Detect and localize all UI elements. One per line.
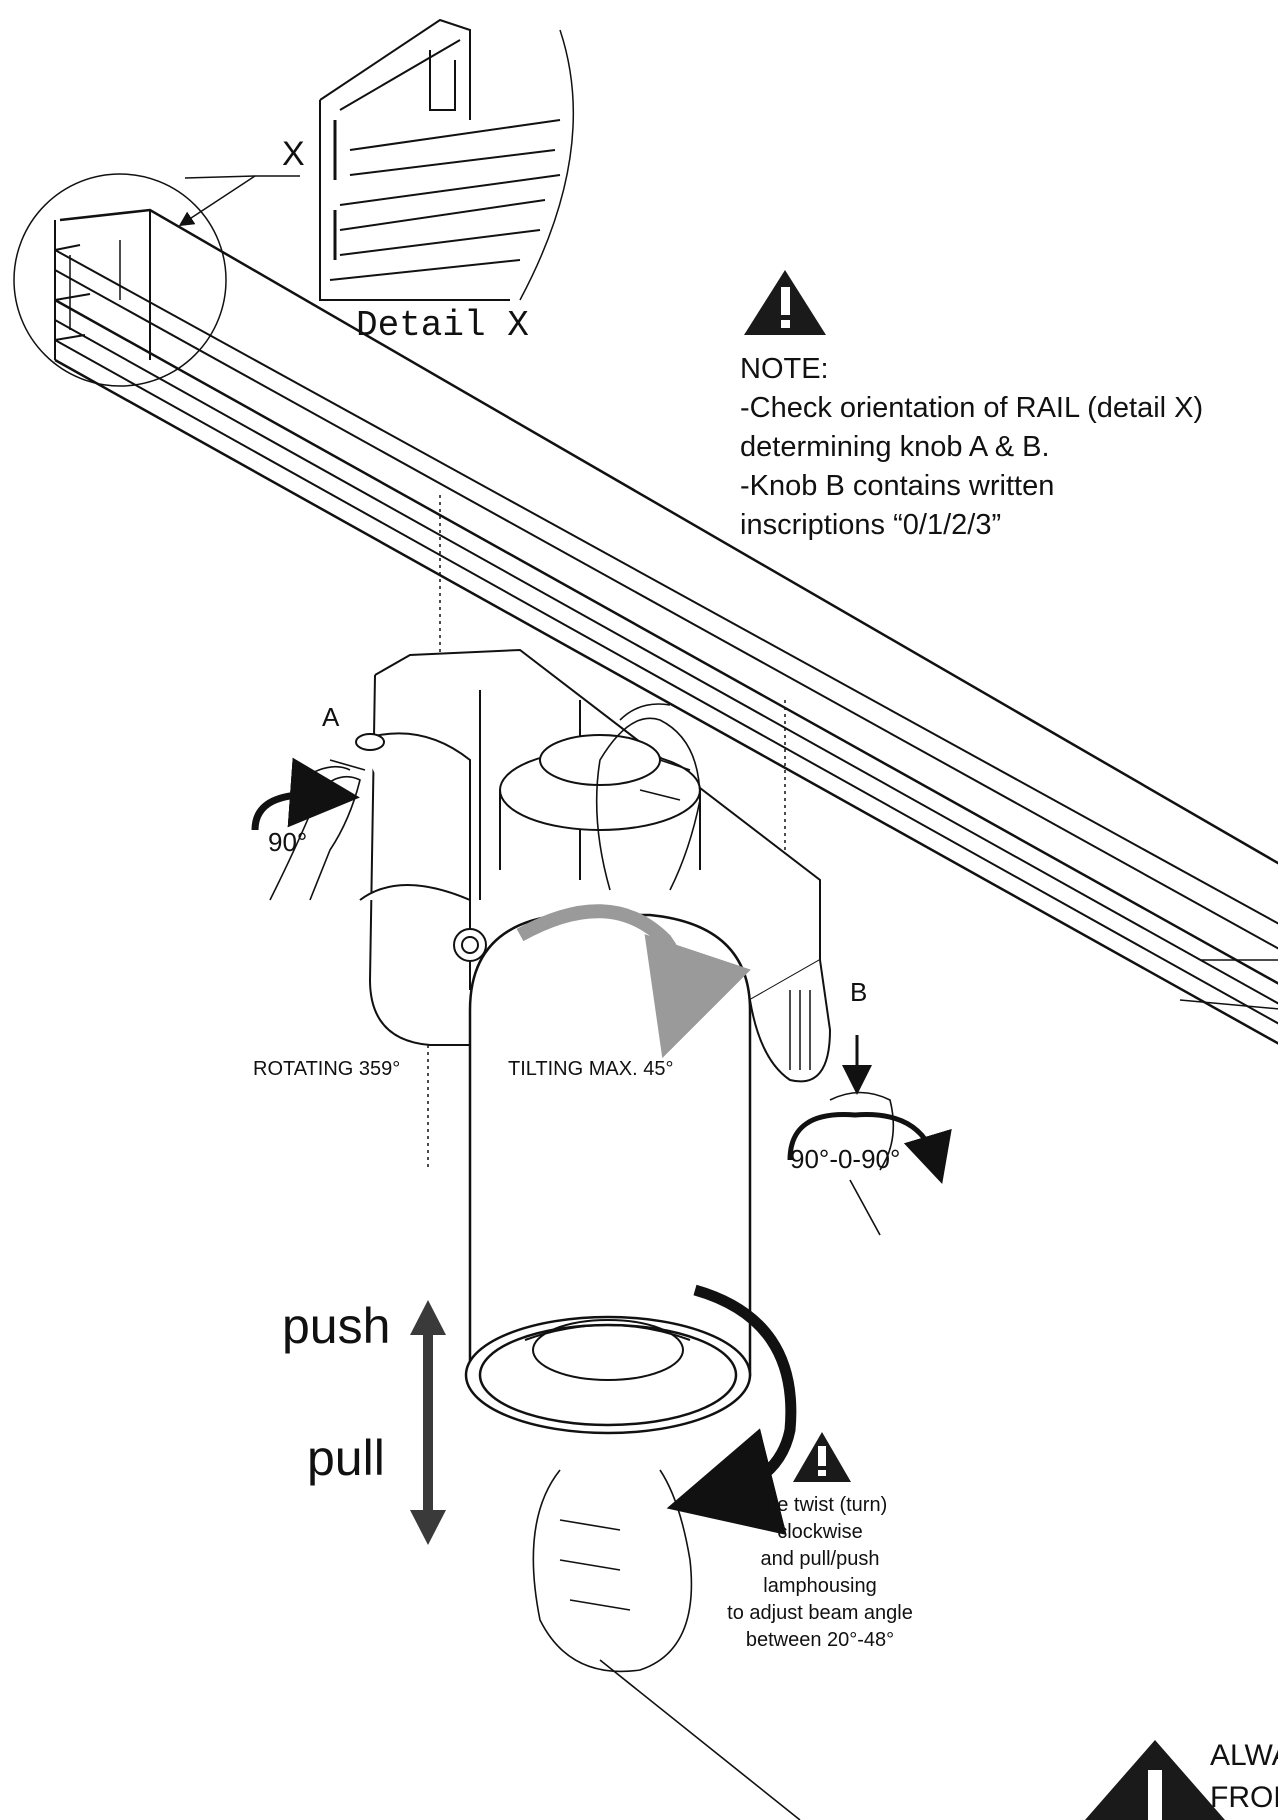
detail-x-inset — [319, 18, 575, 301]
pull-label: pull — [307, 1430, 385, 1486]
hand-illustrations — [269, 703, 895, 1820]
note-line: -Check orientation of RAIL (detail X) — [740, 392, 1204, 424]
twist-line: lamphousing — [763, 1575, 877, 1597]
rotating-label: ROTATING 359° — [253, 1058, 401, 1080]
note-line: -Knob B contains written — [740, 470, 1055, 502]
knob-b-label: B — [850, 977, 868, 1007]
push-pull-arrow — [410, 1300, 446, 1545]
knob-a-angle: 90° — [268, 827, 308, 857]
twist-arrow — [666, 1284, 797, 1535]
knob-b-rotate-arrow — [787, 1112, 952, 1184]
note-line: determining knob A & B. — [740, 431, 1050, 463]
tilting-label: TILTING MAX. 45° — [508, 1058, 674, 1080]
twist-line: and pull/push — [760, 1548, 880, 1570]
knob-a-rotate-arrow — [251, 757, 360, 831]
always-note: ALWA FROM — [1210, 1735, 1278, 1819]
detail-callout-x: X — [282, 135, 305, 173]
detail-caption: Detail X — [356, 305, 529, 346]
twist-instructions: little twist (turn) clockwise and pull/p… — [690, 1492, 950, 1654]
always-line: ALWA — [1210, 1739, 1278, 1772]
note-title: NOTE: — [740, 353, 829, 385]
twist-line: between 20°-48° — [745, 1629, 895, 1651]
always-line: FROM — [1210, 1781, 1278, 1814]
knob-b-angle: 90°-0-90° — [790, 1144, 901, 1174]
detail-circle — [13, 173, 300, 387]
lamp-housing — [464, 913, 752, 1435]
bottom-warning-triangle-icon — [1085, 1740, 1225, 1820]
knob-a-label: A — [322, 702, 340, 732]
tilt-arrow — [516, 904, 751, 1059]
twist-line: to adjust beam angle — [727, 1602, 913, 1624]
twist-line: little twist (turn) — [752, 1494, 888, 1516]
note-line: inscriptions “0/1/2/3” — [740, 509, 1002, 541]
note-block: NOTE: -Check orientation of RAIL (detail… — [740, 350, 1203, 545]
warning-triangle-icon — [744, 270, 826, 335]
twist-warning-triangle-icon — [793, 1432, 851, 1482]
push-label: push — [282, 1298, 391, 1354]
track-rail — [54, 208, 1278, 1045]
twist-line: clockwise — [777, 1521, 863, 1543]
